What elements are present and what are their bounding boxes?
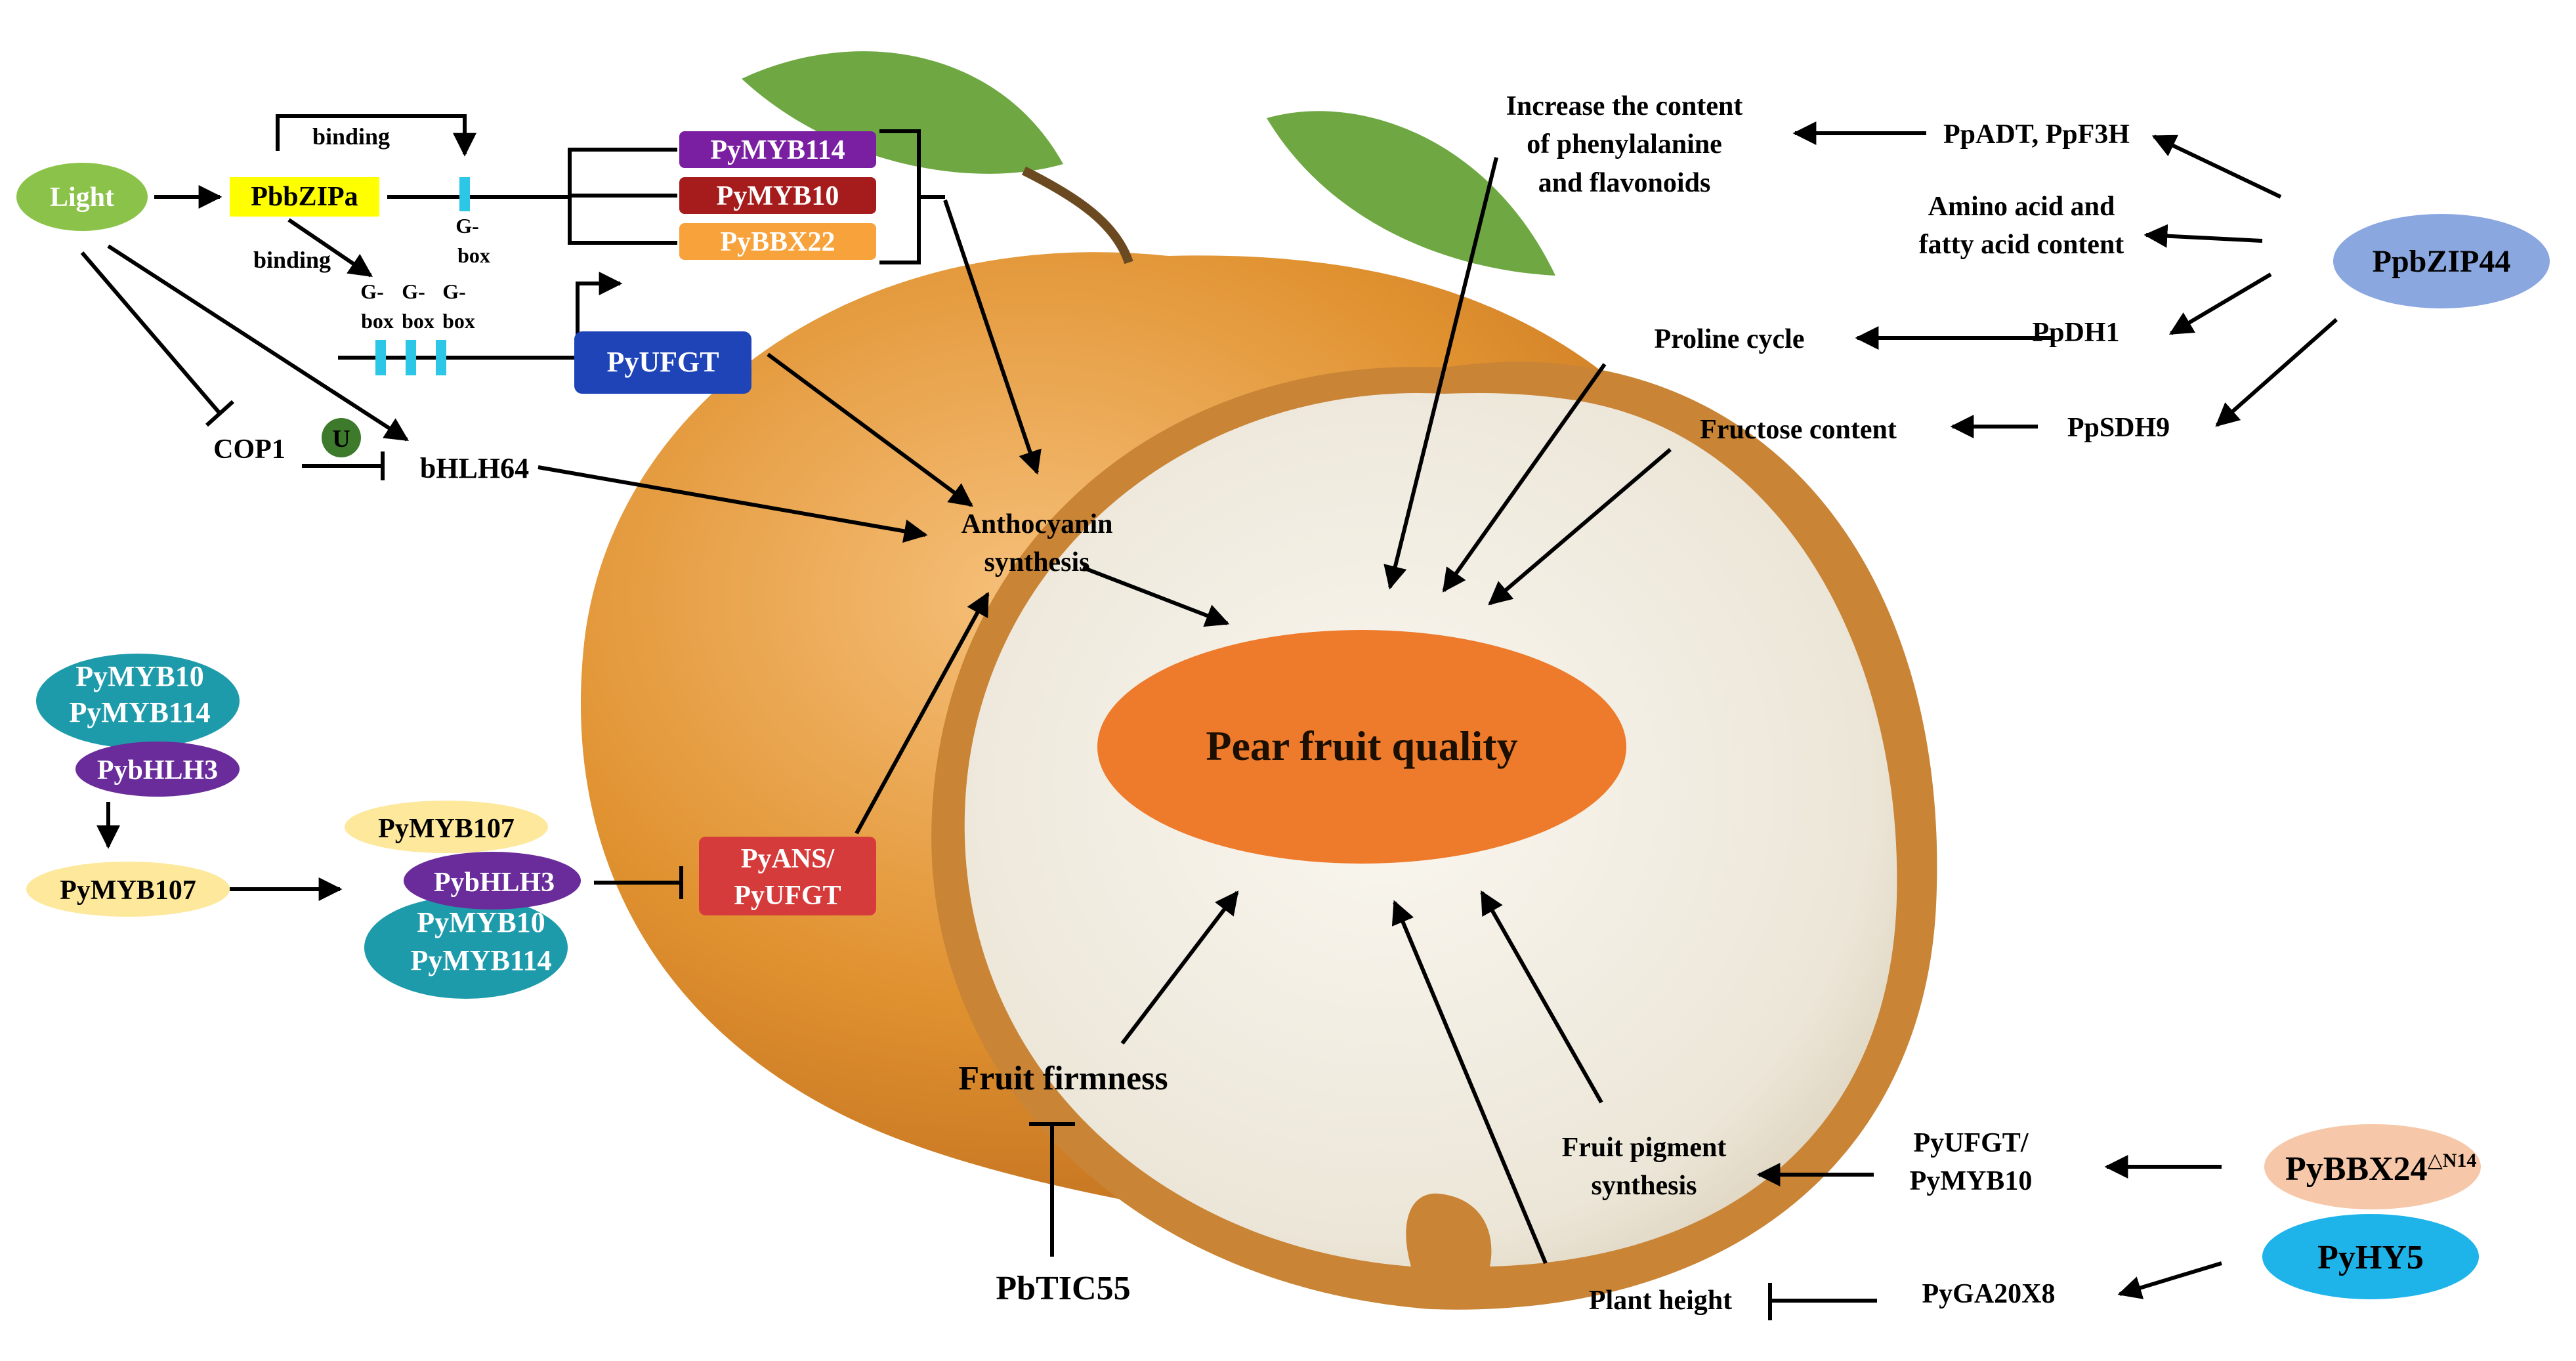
inhibit-light-cop1: [82, 253, 220, 413]
pbbzipa-label: PbbZIPa: [251, 182, 358, 212]
pyga20x8-label: PyGA20X8: [1922, 1279, 2056, 1309]
ppdh1-label: PpDH1: [2032, 318, 2119, 348]
amino-label-2: fatty acid content: [1919, 230, 2124, 260]
pymyb107-label: PyMYB107: [60, 875, 196, 906]
gbox-3-line1: G-: [442, 280, 466, 303]
plant-height-label: Plant height: [1589, 1286, 1732, 1316]
complex2-line1: PyMYB10: [417, 906, 545, 938]
center-label: Pear fruit quality: [1206, 722, 1517, 769]
pymyb10-label: PyMYB10: [717, 181, 839, 211]
complex1-line1: PyMYB10: [75, 660, 204, 692]
pybbx24-name: PyBBX24: [2285, 1150, 2428, 1188]
pigment-label-1: Fruit pigment: [1562, 1133, 1727, 1163]
complex2-myb107-label: PyMYB107: [378, 814, 515, 844]
ppadt-label: PpADT, PpF3H: [1943, 119, 2130, 150]
ufgt-myb10-line2: PyMYB10: [1910, 1166, 2033, 1196]
complex2-line2: PyMYB114: [410, 944, 551, 976]
arrow-bzip44-ppdh1: [2171, 274, 2271, 333]
cop1-label: COP1: [213, 434, 285, 465]
complex2-bhlh-label: PybHLH3: [434, 868, 555, 898]
ppbzip44-label: PpbZIP44: [2373, 244, 2511, 279]
pigment-label-2: synthesis: [1591, 1171, 1697, 1201]
gbox-3-line2: box: [442, 309, 475, 333]
ubiquitin-label: U: [332, 425, 350, 453]
pybbx22-label: PyBBX22: [720, 227, 835, 257]
gbox-1-line1: G-: [360, 280, 384, 303]
phe-label-2: of phenylalanine: [1527, 129, 1722, 159]
fruit-firmness-label: Fruit firmness: [958, 1060, 1168, 1097]
ppsdh9-label: PpSDH9: [2067, 413, 2170, 443]
binding-left-label: binding: [253, 247, 331, 273]
leaf-right: [1267, 111, 1555, 276]
pymyb114-label: PyMYB114: [710, 135, 845, 165]
gbox-mark-3: [436, 340, 446, 375]
gbox-mark-1: [375, 340, 386, 375]
pbtic55-label: PbTIC55: [996, 1270, 1130, 1307]
bhlh64-label: bHLH64: [420, 452, 529, 484]
gbox-top-label-1: G-: [455, 214, 479, 238]
pyufgt-label: PyUFGT: [606, 346, 719, 378]
arrow-hy5-ga20x8: [2120, 1263, 2222, 1294]
pyans-line2: PyUFGT: [734, 881, 841, 911]
arrow-bzip44-amino: [2146, 235, 2262, 241]
amino-label-1: Amino acid and: [1928, 192, 2115, 222]
gbox-marks: [375, 177, 470, 375]
gbox-1-line2: box: [361, 309, 394, 333]
gbox-2-line1: G-: [402, 280, 425, 303]
pybbx24-superscript: △N14: [2428, 1150, 2477, 1171]
anthocyanin-label-1: Anthocyanin: [961, 509, 1112, 539]
phe-label-3: and flavonoids: [1538, 168, 1711, 198]
binding-top-label: binding: [312, 123, 390, 150]
complex1-line2: PyMYB114: [69, 696, 210, 728]
phe-label-1: Increase the content: [1506, 91, 1743, 121]
gbox-top-label-2: box: [457, 243, 490, 267]
arrow-bzip44-ppsdh9: [2217, 320, 2336, 425]
pyans-line1: PyANS/: [741, 844, 835, 874]
ufgt-myb10-line1: PyUFGT/: [1914, 1128, 2029, 1158]
gbox-mark-2: [406, 340, 416, 375]
gbox-2-line2: box: [402, 309, 434, 333]
proline-label: Proline cycle: [1655, 324, 1805, 354]
anthocyanin-label-2: synthesis: [984, 547, 1089, 577]
pyhy5-label: PyHY5: [2317, 1239, 2424, 1276]
stem-whole: [1024, 171, 1129, 262]
light-label: Light: [50, 182, 114, 213]
fructose-label: Fructose content: [1700, 415, 1897, 445]
complex1-bhlh-label: PybHLH3: [97, 755, 218, 785]
arrow-bzip44-ppadt: [2154, 136, 2281, 197]
gbox-mark-top: [459, 177, 470, 211]
arrow-light-bhlh64: [108, 246, 407, 440]
